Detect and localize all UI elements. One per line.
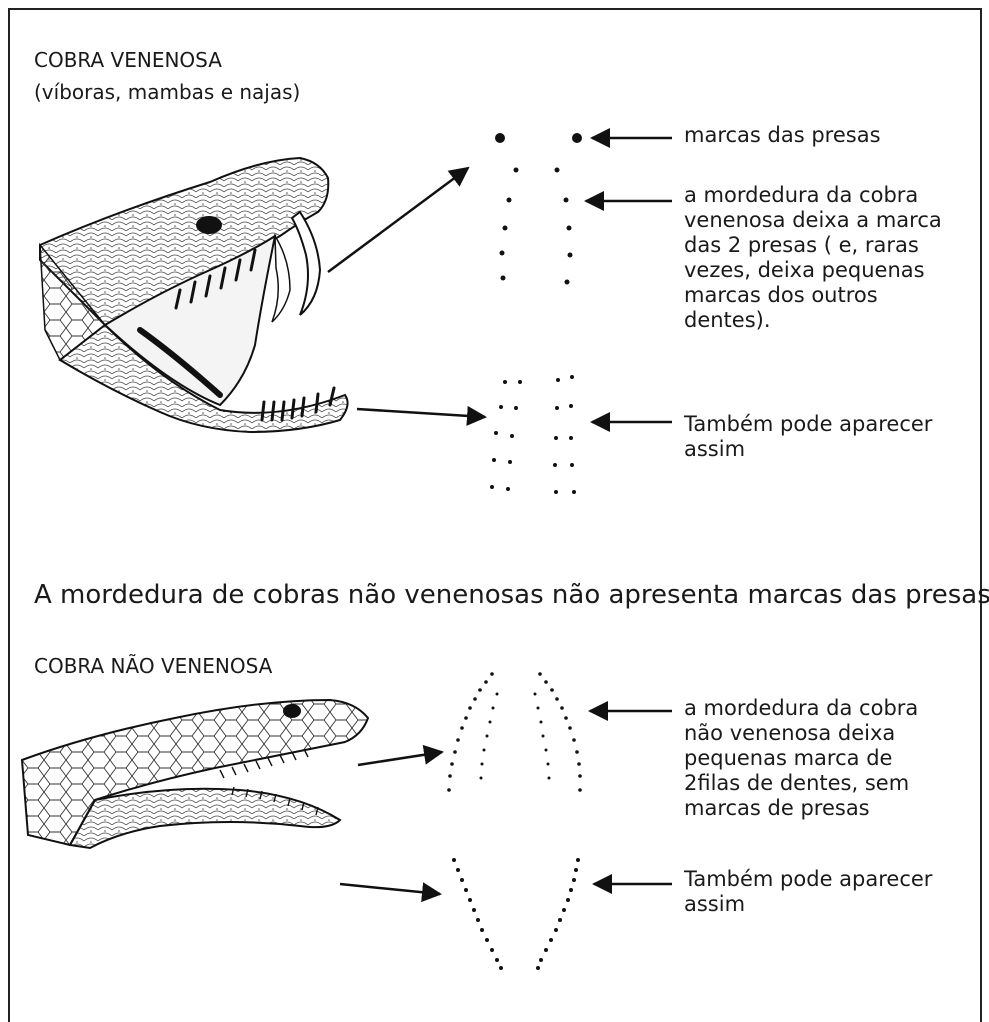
snake-eye [196, 216, 222, 234]
snake-lower-jaw [70, 789, 340, 848]
snake-fang [292, 212, 320, 315]
venomous-teeth-marks [500, 168, 573, 285]
nonvenomous-alt-marks [452, 858, 580, 970]
venomous-alt-marks [490, 375, 576, 494]
fang-mark-dot [572, 133, 582, 143]
arrows-venomous [328, 138, 672, 422]
fang-marks [495, 133, 582, 143]
nonvenomous-teeth-marks [447, 672, 582, 792]
venomous-snake-head-illustration [40, 158, 348, 432]
fang-mark-dot [495, 133, 505, 143]
arrows-nonvenomous [340, 711, 672, 894]
nonvenomous-snake-head-illustration [22, 700, 368, 848]
snake-eye [283, 704, 301, 718]
